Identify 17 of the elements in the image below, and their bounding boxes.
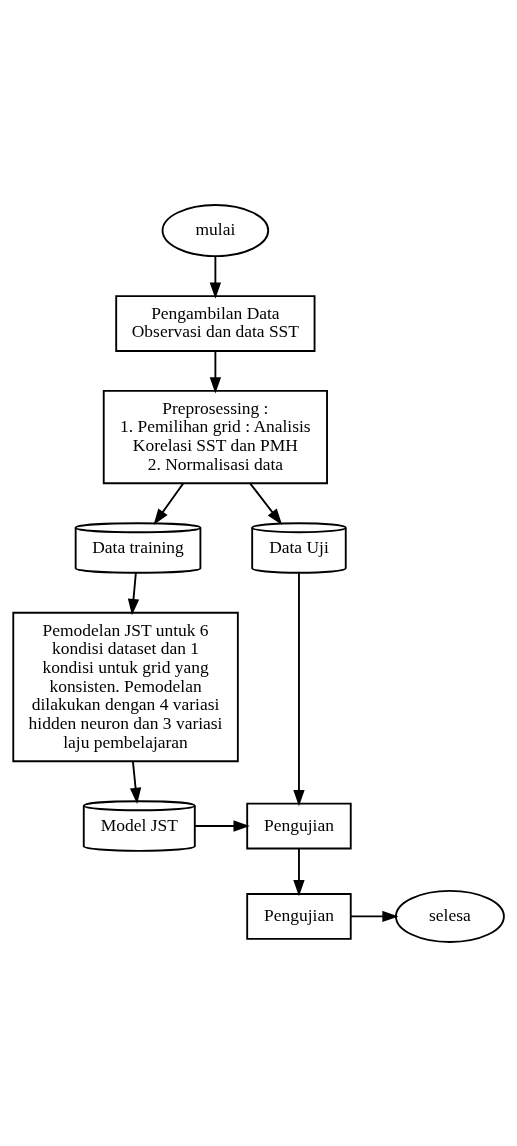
arrow — [293, 571, 305, 806]
node-ellipse: selesa — [395, 889, 505, 943]
arrow — [153, 481, 185, 525]
arrow — [293, 847, 305, 896]
node-box: Pengambilan Data Observasi dan data SST — [115, 294, 316, 352]
node-box: Pengujian — [246, 802, 352, 849]
arrow — [209, 255, 222, 299]
node-box: Pemodelan JST untuk 6 kondisi dataset dan 1 kondisi untuk grid yang konsisten. Pemodelan dilakukan dengan 4 variasi hidden neuron dan 3 variasi laju pembelajaran — [12, 611, 239, 762]
arrow — [349, 910, 399, 922]
node-ellipse: mulai — [161, 203, 270, 257]
arrow — [209, 349, 222, 393]
arrow — [127, 571, 140, 615]
arrow — [129, 759, 142, 804]
arrow — [249, 481, 283, 525]
node-box: Preprosessing : 1. Pemilihan grid : Analisis Korelasi SST dan PMH 2. Normalisasi data — [102, 389, 328, 484]
arrow — [193, 819, 250, 832]
node-box: Pengujian — [246, 892, 352, 940]
